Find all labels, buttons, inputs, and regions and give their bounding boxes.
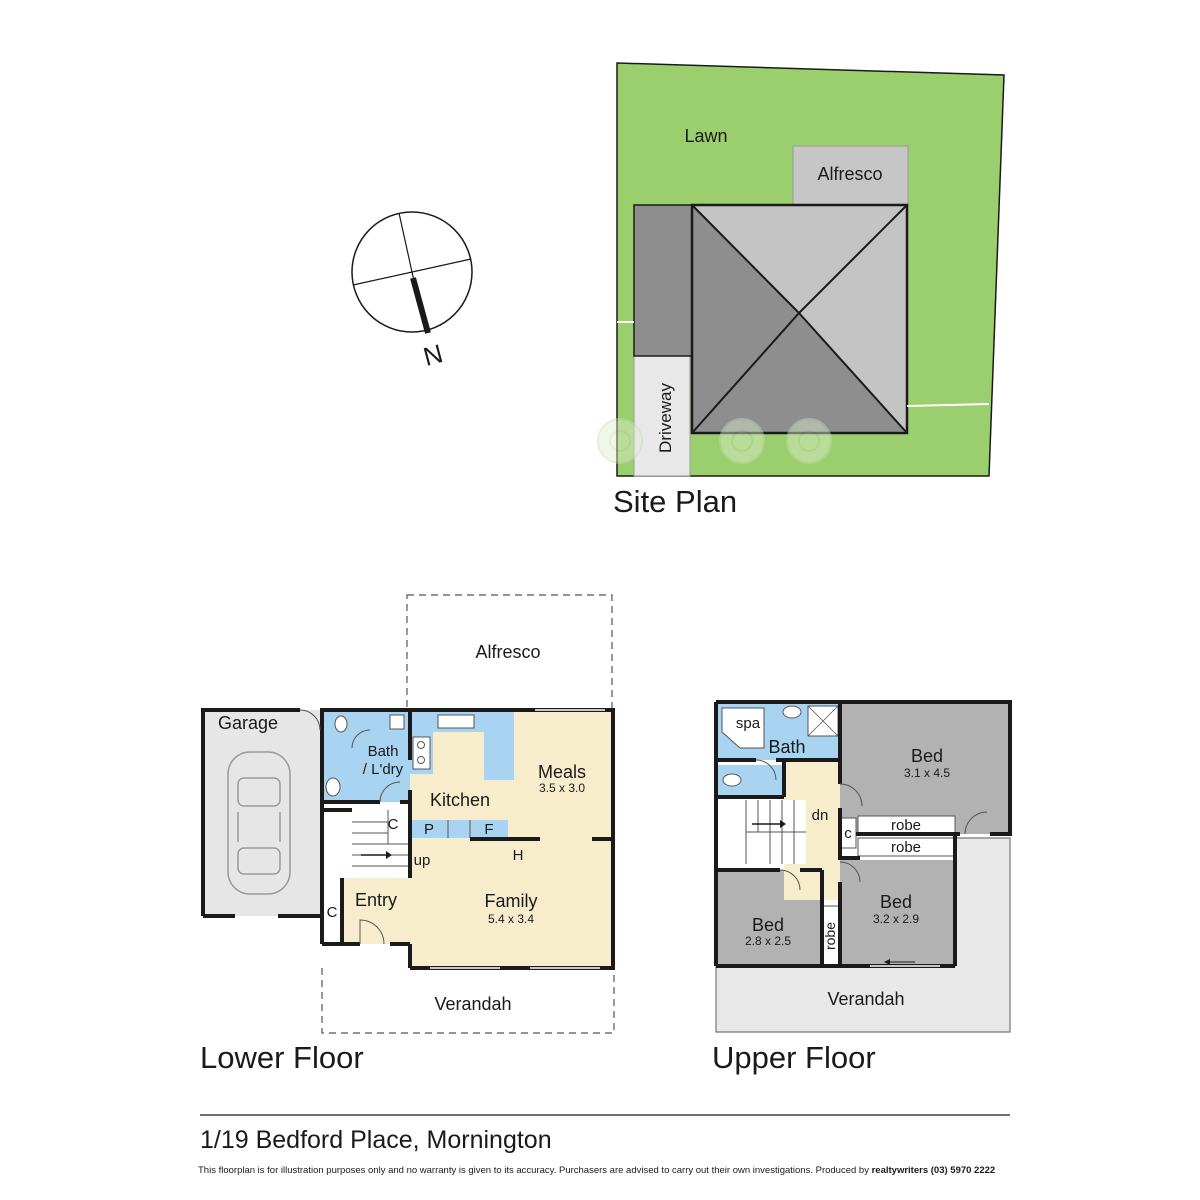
heater-label: H	[513, 847, 524, 864]
bed2-label: Bed	[880, 892, 912, 912]
site-alfresco	[792, 145, 909, 206]
stairs-down-label: dn	[812, 807, 829, 824]
spa-label: spa	[736, 715, 761, 732]
roof-plane-north	[692, 205, 907, 313]
upper-floor: spa Bath dn Bed 3.1 x 4.5 Bed 3.2 x 2.9 …	[712, 700, 1012, 1075]
tree-icon	[786, 418, 832, 464]
upper-verandah-label: Verandah	[827, 989, 904, 1009]
lower-verandah-area	[321, 968, 615, 1034]
door-swing-icon	[779, 869, 801, 891]
site-house-outline	[690, 203, 909, 435]
garage-room	[203, 710, 320, 916]
upper-bath-label: Bath	[768, 737, 805, 757]
bed3-dimensions: 2.8 x 2.5	[745, 934, 791, 948]
upper-walls	[714, 700, 1012, 968]
compass: N	[351, 211, 473, 372]
garage-label: Garage	[218, 713, 278, 733]
compass-north-label: N	[420, 338, 446, 372]
kitchen-island	[484, 712, 514, 780]
robe-label: robe	[822, 922, 838, 950]
site-plan: Lawn Alfresco Driveway Site Plan	[597, 62, 1005, 519]
robe-label: robe	[891, 817, 921, 834]
bed1-room	[840, 702, 1010, 834]
toilet-icon	[722, 773, 742, 787]
footer-producer: realtywriters (03) 5970 2222	[872, 1165, 996, 1176]
footer-disclaimer-line: This floorplan is for illustration purpo…	[198, 1165, 995, 1176]
meals-label: Meals	[538, 762, 586, 782]
meals-dimensions: 3.5 x 3.0	[539, 781, 585, 795]
roof-plane-south	[692, 313, 907, 433]
upper-floor-title: Upper Floor	[712, 1040, 876, 1075]
lower-alfresco-label: Alfresco	[475, 642, 540, 662]
basin-icon	[782, 705, 802, 719]
lower-verandah-label: Verandah	[434, 994, 511, 1014]
toilet-icon	[334, 715, 348, 733]
lower-floor: Garage Alfresco Bath / L'dry Kitchen Mea…	[200, 594, 615, 1075]
lower-walls	[201, 708, 615, 970]
kitchen-label: Kitchen	[430, 790, 490, 810]
property-address: 1/19 Bedford Place, Mornington	[200, 1126, 552, 1154]
kitchen-sink-icon	[437, 714, 475, 729]
bath-laundry-label-line2: / L'dry	[363, 761, 404, 778]
door-swing-icon	[964, 811, 988, 835]
stairs-up-label: up	[414, 852, 431, 869]
kitchen-pantry-fridge	[410, 820, 508, 838]
cupboard-label: C	[388, 816, 399, 833]
lower-stairs	[352, 810, 408, 876]
site-plan-title: Site Plan	[613, 484, 737, 519]
laundry-tub-icon	[325, 777, 341, 797]
door-swing-icon	[299, 709, 321, 731]
door-swing-icon	[839, 861, 861, 883]
lower-floor-title: Lower Floor	[200, 1040, 364, 1075]
entry-label: Entry	[355, 890, 397, 910]
footer-disclaimer: This floorplan is for illustration purpo…	[198, 1165, 869, 1176]
bed1-dimensions: 3.1 x 4.5	[904, 766, 950, 780]
site-lawn-label: Lawn	[684, 126, 727, 146]
entry-room	[342, 878, 410, 944]
bath-laundry-label-line1: Bath	[368, 743, 399, 760]
bed3-label: Bed	[752, 915, 784, 935]
site-driveway-label: Driveway	[656, 383, 675, 453]
cupboard-label: C	[327, 904, 338, 921]
bed1-label: Bed	[911, 746, 943, 766]
cupboard-label: c	[844, 825, 852, 842]
car-icon	[227, 751, 291, 895]
basin-icon	[389, 714, 405, 730]
door-swing-icon	[379, 781, 401, 803]
site-alfresco-label: Alfresco	[817, 164, 882, 184]
family-dimensions: 5.4 x 3.4	[488, 912, 534, 926]
site-driveway	[633, 355, 691, 477]
door-swing-icon	[755, 759, 777, 781]
tree-icon	[597, 418, 643, 464]
family-label: Family	[485, 891, 538, 911]
roof-plane-east	[799, 205, 907, 433]
bed2-dimensions: 3.2 x 2.9	[873, 912, 919, 926]
tree-icon	[719, 418, 765, 464]
north-arrow-icon	[410, 277, 431, 334]
pantry-label: P	[424, 821, 434, 838]
entry-door-icon	[359, 919, 385, 945]
door-swing-icon	[839, 783, 863, 807]
site-garage-roof	[633, 204, 693, 357]
roof-plane-west	[692, 205, 799, 433]
fridge-label: F	[484, 821, 493, 838]
spa-bath-icon	[721, 707, 765, 749]
robe-label: robe	[891, 839, 921, 856]
